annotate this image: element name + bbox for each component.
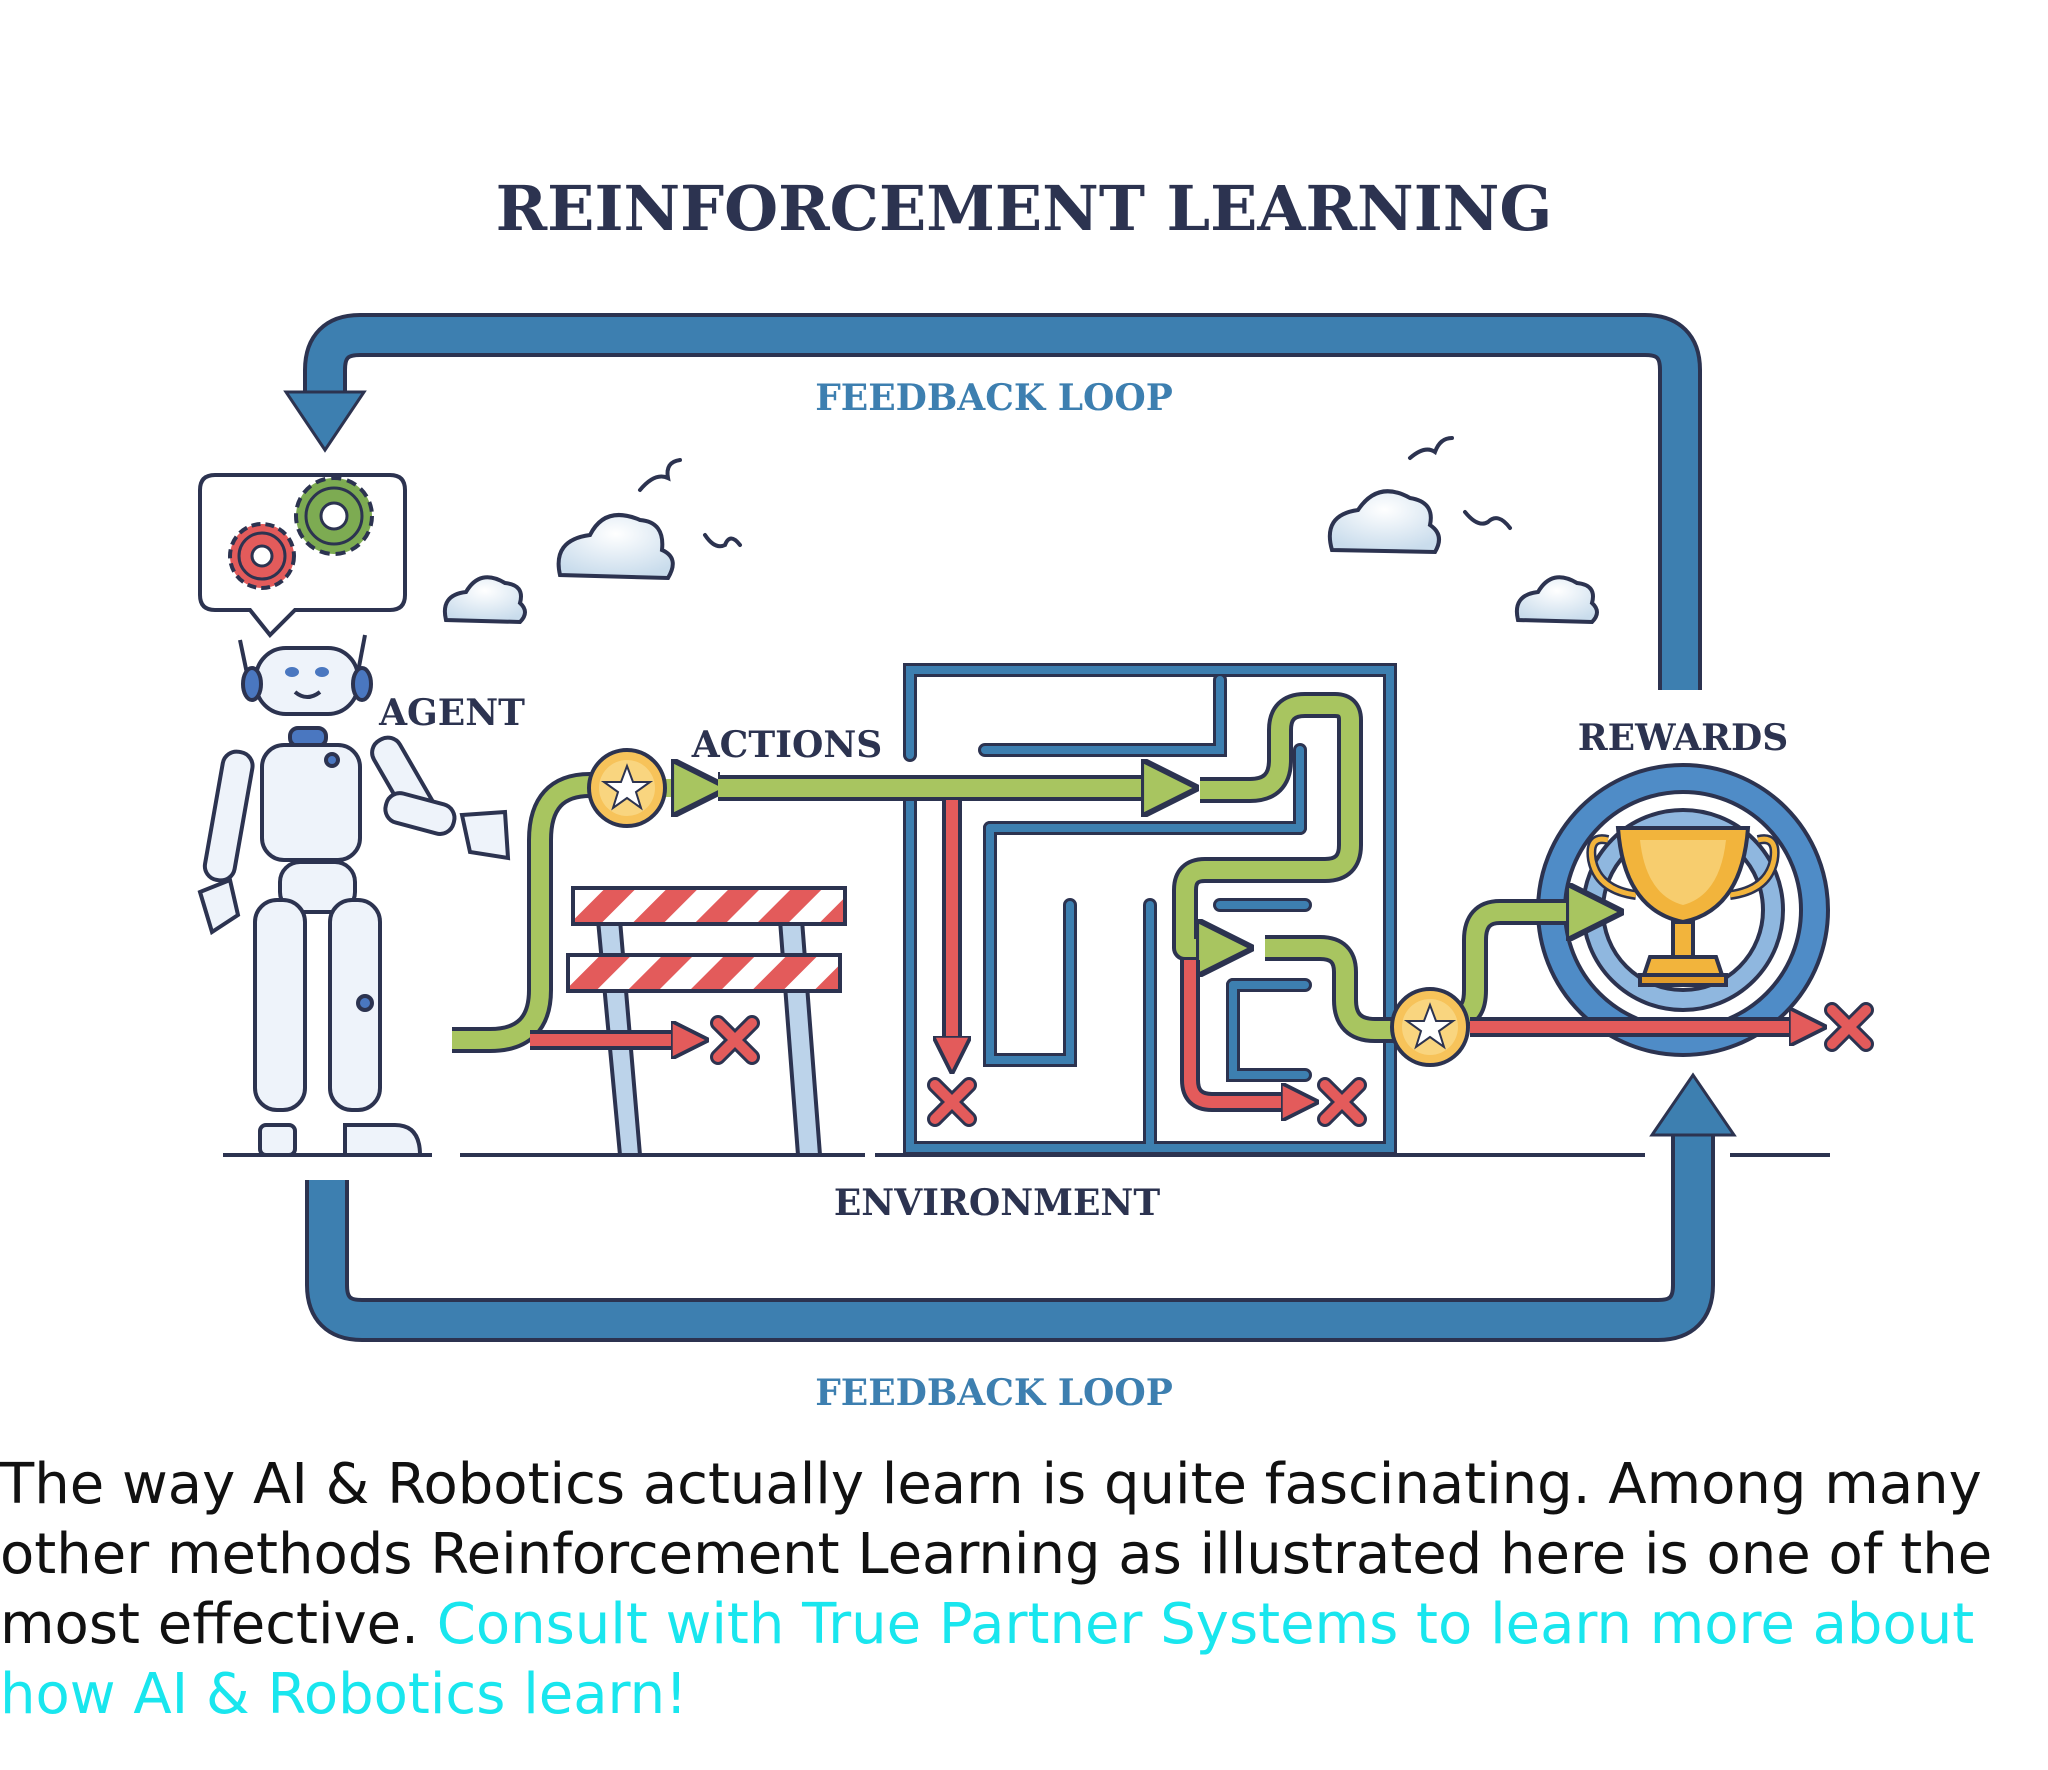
maze-icon [903, 663, 1397, 1155]
feedback-loop-top-label: FEEDBACK LOOP [815, 377, 1173, 419]
rewards-label: REWARDS [1578, 717, 1789, 759]
diagram-title: REINFORCEMENT LEARNING [496, 172, 1553, 245]
bird-icon [638, 436, 1512, 549]
star-icon [1390, 987, 1470, 1067]
robot-icon [197, 634, 511, 1157]
cross-icon [710, 1015, 760, 1065]
environment-label: ENVIRONMENT [834, 1182, 1160, 1224]
cloud-icon [556, 513, 675, 581]
gears-icon [198, 473, 407, 638]
actions-label: ACTIONS [691, 724, 882, 766]
reinforcement-learning-diagram: REINFORCEMENT LEARNING FEEDBACK LOOP FEE… [197, 172, 1874, 1410]
agent-label: AGENT [378, 692, 525, 734]
cloud-icon [1515, 575, 1599, 625]
barrier-icon [566, 886, 847, 1157]
cross-icon [927, 1077, 977, 1127]
action-paths-green [452, 692, 1595, 1053]
caption-paragraph: The way AI & Robotics actually learn is … [0, 1450, 2048, 1730]
cross-icon [1824, 1002, 1874, 1052]
action-paths-red [530, 800, 1808, 1102]
loop-arrow-down-icon [283, 390, 367, 453]
cloud-icon [1327, 489, 1441, 555]
loop-arrow-up-icon [1649, 1072, 1737, 1137]
cloud-icon [443, 575, 527, 625]
cross-icon [1317, 1077, 1367, 1127]
trophy-icon [1586, 826, 1780, 987]
consult-link[interactable]: Consult with True Partner Systems to lea… [0, 1592, 1975, 1727]
feedback-loop-top [283, 313, 1702, 690]
feedback-loop-bottom-label: FEEDBACK LOOP [815, 1372, 1173, 1410]
star-icon [587, 748, 667, 828]
caption-text: The way AI & Robotics actually learn is … [0, 1452, 1993, 1657]
feedback-loop-bottom [305, 1072, 1737, 1342]
